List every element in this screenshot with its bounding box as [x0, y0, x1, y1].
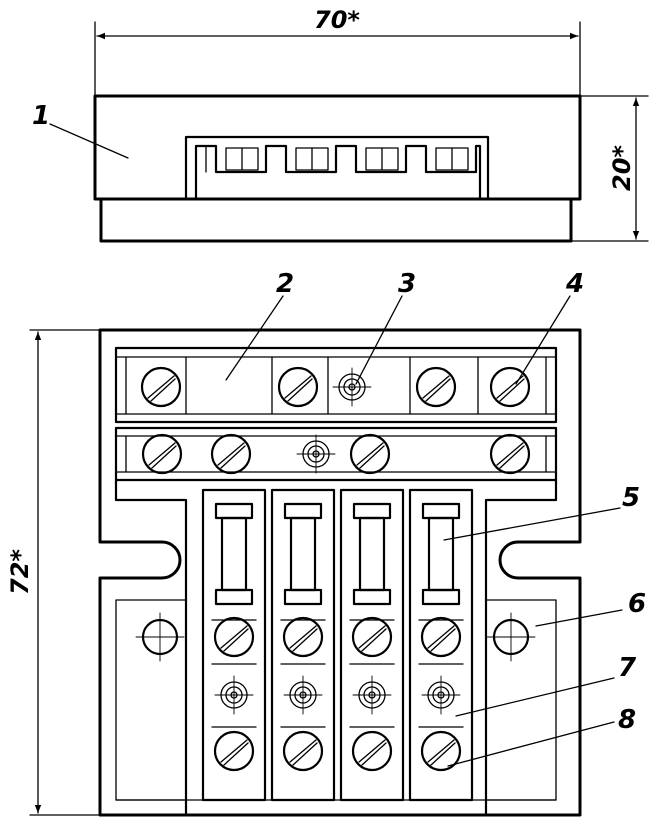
- rivet-icon: [421, 675, 461, 715]
- terminal-window: [184, 135, 490, 201]
- height-dimension-label: 20*: [608, 145, 636, 191]
- callout-4: 4: [515, 269, 584, 385]
- fuse-column-3: [339, 488, 405, 802]
- callout-3: 3: [355, 269, 416, 385]
- callout-5-label: 5: [622, 483, 640, 513]
- callout-8-label: 8: [618, 705, 636, 735]
- rivet-icon: [296, 434, 336, 474]
- plan-view: 72*: [6, 269, 646, 817]
- callout-8: 8: [447, 705, 636, 767]
- fuse-column-1: [201, 488, 267, 802]
- fuse-column-4: [408, 488, 474, 802]
- screw-icon: [140, 366, 182, 408]
- callout-6: 6: [535, 589, 646, 627]
- screw-icon: [415, 366, 457, 408]
- screw-icon: [420, 616, 462, 658]
- screw-icon: [213, 616, 255, 658]
- fuse-icon: [421, 502, 461, 606]
- screw-icon: [489, 433, 531, 475]
- width-dimension-label: 70*: [314, 6, 360, 34]
- length-dimension-label: 72*: [6, 549, 34, 595]
- screw-icon: [277, 366, 319, 408]
- callout-7: 7: [455, 653, 637, 717]
- housing-base: [99, 197, 573, 243]
- mounting-hole-icon: [134, 611, 186, 663]
- callout-7-label: 7: [618, 653, 637, 683]
- callout-3-label: 3: [398, 269, 416, 299]
- screw-icon: [351, 616, 393, 658]
- screw-icon: [210, 433, 252, 475]
- callout-4-label: 4: [565, 269, 584, 299]
- fuse-column-2: [270, 488, 336, 802]
- base-plate: [98, 328, 582, 817]
- rivet-icon: [332, 367, 372, 407]
- screw-icon: [282, 730, 324, 772]
- screw-icon: [349, 433, 391, 475]
- lower-rail: [114, 426, 558, 482]
- rivet-icon: [214, 675, 254, 715]
- callout-6-label: 6: [628, 589, 646, 619]
- width-dimension: 70*: [94, 6, 581, 97]
- callout-1-label: 1: [32, 101, 50, 131]
- screw-icon: [351, 730, 393, 772]
- callout-5: 5: [443, 483, 640, 541]
- rivet-icon: [283, 675, 323, 715]
- upper-rail: [114, 346, 558, 424]
- fuse-icon: [352, 502, 392, 606]
- callout-1: 1: [32, 101, 129, 159]
- top-view: 70* 20* 1: [32, 6, 649, 243]
- callout-2: 2: [225, 269, 294, 381]
- screw-icon: [213, 730, 255, 772]
- housing-top: [93, 94, 582, 201]
- callout-2-label: 2: [276, 269, 294, 299]
- fuse-icon: [214, 502, 254, 606]
- length-dimension: 72*: [6, 329, 101, 816]
- mounting-hole-icon: [485, 611, 537, 663]
- screw-icon: [141, 433, 183, 475]
- rivet-icon: [352, 675, 392, 715]
- screw-icon: [282, 616, 324, 658]
- height-dimension: 20*: [570, 95, 649, 242]
- fuse-icon: [283, 502, 323, 606]
- screw-icon: [489, 366, 531, 408]
